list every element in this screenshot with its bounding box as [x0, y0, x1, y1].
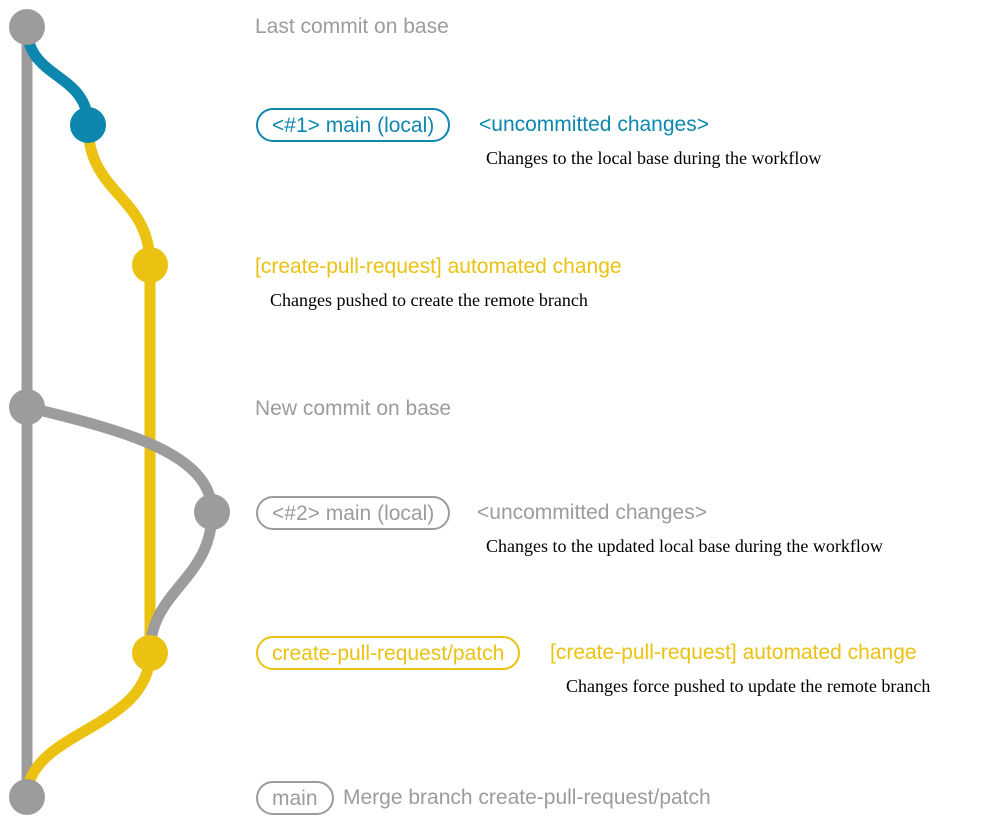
commit-node-patch-1[interactable]	[132, 247, 168, 283]
subtext-pushed-create-remote-branch: Changes pushed to create the remote bran…	[270, 290, 588, 310]
subtext-updated-local-base-changes: Changes to the updated local base during…	[486, 536, 883, 556]
label-uncommitted-changes-1: <uncommitted changes>	[479, 113, 709, 136]
edge-basenew-to-local2	[21, 401, 218, 518]
label-automated-change-1: [create-pull-request] automated change	[255, 255, 622, 278]
commit-node-merge[interactable]	[9, 779, 45, 815]
edge-local1-to-patch1	[82, 119, 156, 271]
label-uncommitted-changes-2: <uncommitted changes>	[477, 501, 707, 524]
label-last-commit-on-base: Last commit on base	[255, 15, 449, 38]
branch-pill-local-1[interactable]: <#1> main (local)	[256, 108, 451, 142]
subtext-force-pushed-update-remote-branch: Changes force pushed to update the remot…	[566, 676, 931, 696]
branch-pill-create-pull-request-patch[interactable]: create-pull-request/patch	[256, 636, 521, 670]
commit-node-base-new[interactable]	[9, 389, 45, 425]
commit-node-patch-2[interactable]	[132, 635, 168, 671]
branch-pill-main[interactable]: main	[256, 781, 334, 815]
edge-local2-to-patch2	[144, 506, 218, 659]
branch-pill-local-2[interactable]: <#2> main (local)	[256, 496, 451, 530]
label-automated-change-2: [create-pull-request] automated change	[550, 641, 917, 664]
commit-node-local-2[interactable]	[194, 494, 230, 530]
label-new-commit-on-base: New commit on base	[255, 397, 452, 420]
commit-node-base-head[interactable]	[9, 9, 45, 45]
edge-patch2-to-merge	[21, 647, 156, 803]
label-merge-branch-message: Merge branch create-pull-request/patch	[343, 786, 711, 809]
subtext-local-base-changes: Changes to the local base during the wor…	[486, 148, 822, 168]
commit-node-local-1[interactable]	[70, 107, 106, 143]
